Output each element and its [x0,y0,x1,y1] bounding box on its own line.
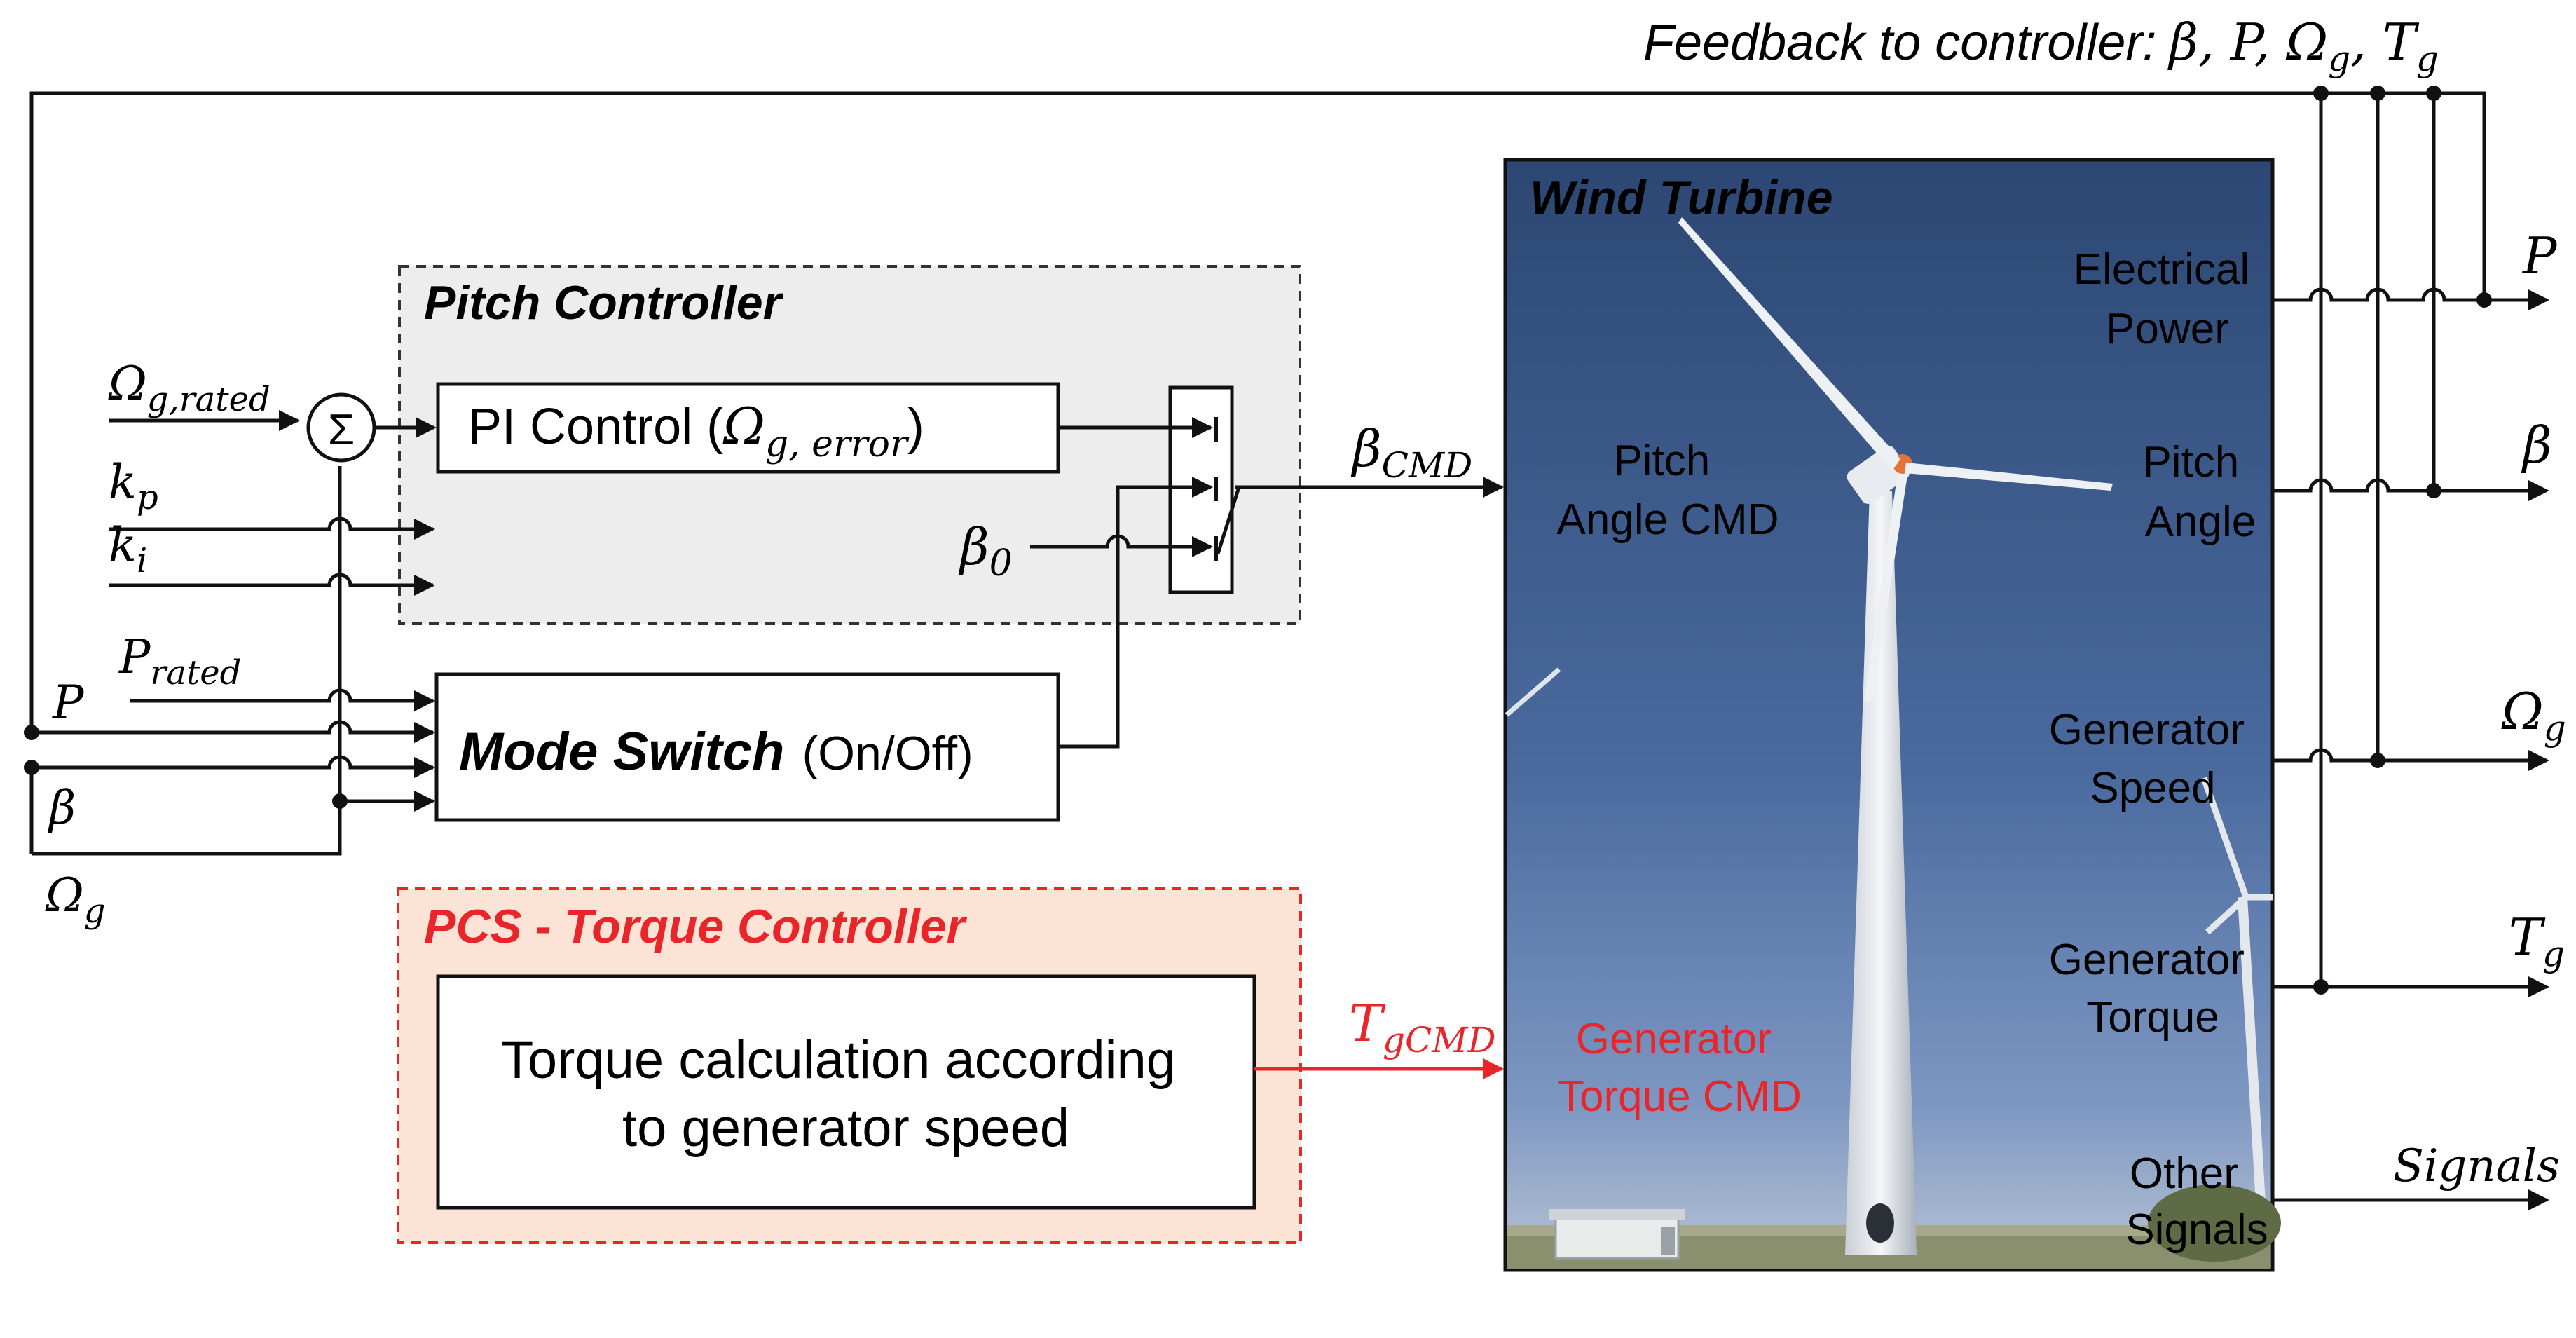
wind-turbine-title: Wind Turbine [1530,171,1833,224]
junction-dots [24,86,2492,995]
other-signals-label: Other Signals [2125,1149,2268,1254]
switch-block [1168,385,1241,594]
t-cmd-label: TgCMD [1349,994,1496,1060]
generator-torque-cmd-label: Generator Torque CMD [1558,1015,1802,1121]
mode-switch-label: Mode Switch(On/Off) [459,722,973,781]
feedback-label: Feedback to controller:β, P, Ωg, Tg [1643,13,2439,79]
omega-rated-label: Ωg,rated [108,357,270,419]
pitch-angle-cmd-label: Pitch Angle CMD [1557,437,1779,544]
p-rated-label: Prated [118,630,241,692]
hut-illustration [1549,1209,1685,1260]
output-signals-label: Signals [2393,1140,2560,1192]
wind-turbine-panel: Wind Turbine Pitch Angle CMD Generator T… [1503,158,2281,1272]
pitch-controller-title: Pitch Controller [424,276,784,329]
torque-controller-title: PCS - Torque Controller [424,900,967,953]
torque-calculation-label: Torque calculation according to generato… [501,1030,1191,1158]
mode-switch-block [434,672,1060,822]
pitch-angle-label: Pitch Angle [2142,438,2256,546]
turbine-blade-right [1905,463,2113,491]
turbine-blade-up [1678,217,1900,471]
beta-cmd-label: βCMD [1350,419,1472,486]
distant-turbine [2200,777,2273,1227]
p-input-label: P [52,676,85,730]
pi-control-block [436,382,1060,474]
sigma-symbol: Σ [328,406,355,454]
pi-control-label: PI Control (Ωg, error) [468,397,924,465]
turbine-tower [1845,491,1917,1255]
kp-label: kp [109,455,158,517]
ki-label: ki [109,518,147,580]
wiring [29,91,2549,1210]
summing-junction [306,392,376,463]
output-omega-label: Ωg [2501,682,2566,749]
electrical-power-label: Electrical Power [2074,245,2262,353]
generator-speed-label: Generator Speed [2049,706,2256,812]
beta-input-label: β [47,781,76,835]
omega-g-input-label: Ωg [45,868,105,931]
generator-torque-label: Generator Torque [2049,936,2256,1042]
output-beta-label: β [2521,416,2552,475]
turbine-blade-down [1864,473,1907,702]
output-p-label: P [2521,226,2558,285]
beta0-label: β0 [958,517,1013,585]
torque-calculation-block [436,974,1256,1210]
output-t-label: Tg [2509,908,2565,974]
